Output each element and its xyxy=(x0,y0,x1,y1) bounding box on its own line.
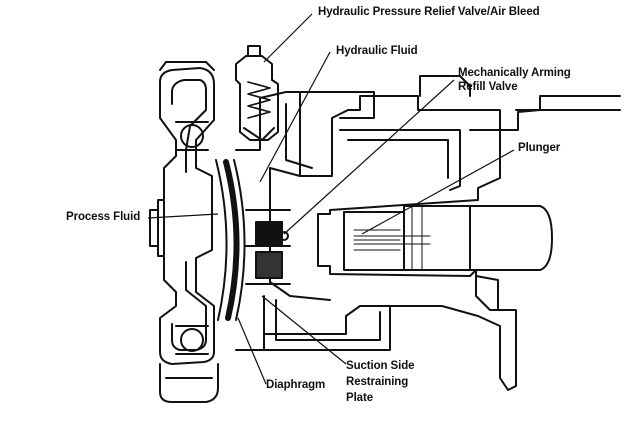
leader-refill-valve xyxy=(284,80,454,234)
label-refill-valve-line1: Mechanically Arming xyxy=(458,66,571,80)
refill-valve-block xyxy=(256,222,282,246)
leader-plunger xyxy=(362,150,514,234)
label-hydraulic-fluid: Hydraulic Fluid xyxy=(336,44,418,58)
label-refill-valve-line2: Refill Valve xyxy=(458,80,518,94)
label-relief-valve: Hydraulic Pressure Relief Valve/Air Blee… xyxy=(318,5,540,19)
label-diaphragm: Diaphragm xyxy=(266,378,325,392)
diaphragm xyxy=(226,162,237,318)
label-plunger: Plunger xyxy=(518,141,560,155)
leader-relief-valve xyxy=(264,14,312,62)
plunger xyxy=(344,212,404,270)
lower-check-ball xyxy=(181,329,203,351)
relief-valve-body xyxy=(236,56,278,140)
frame-outline xyxy=(470,96,620,130)
label-restraining-line3: Plate xyxy=(346,391,373,405)
label-restraining-line2: Restraining xyxy=(346,375,408,389)
label-process-fluid: Process Fluid xyxy=(66,210,140,224)
leader-restraining xyxy=(262,296,346,364)
label-restraining-line1: Suction Side xyxy=(346,359,414,373)
